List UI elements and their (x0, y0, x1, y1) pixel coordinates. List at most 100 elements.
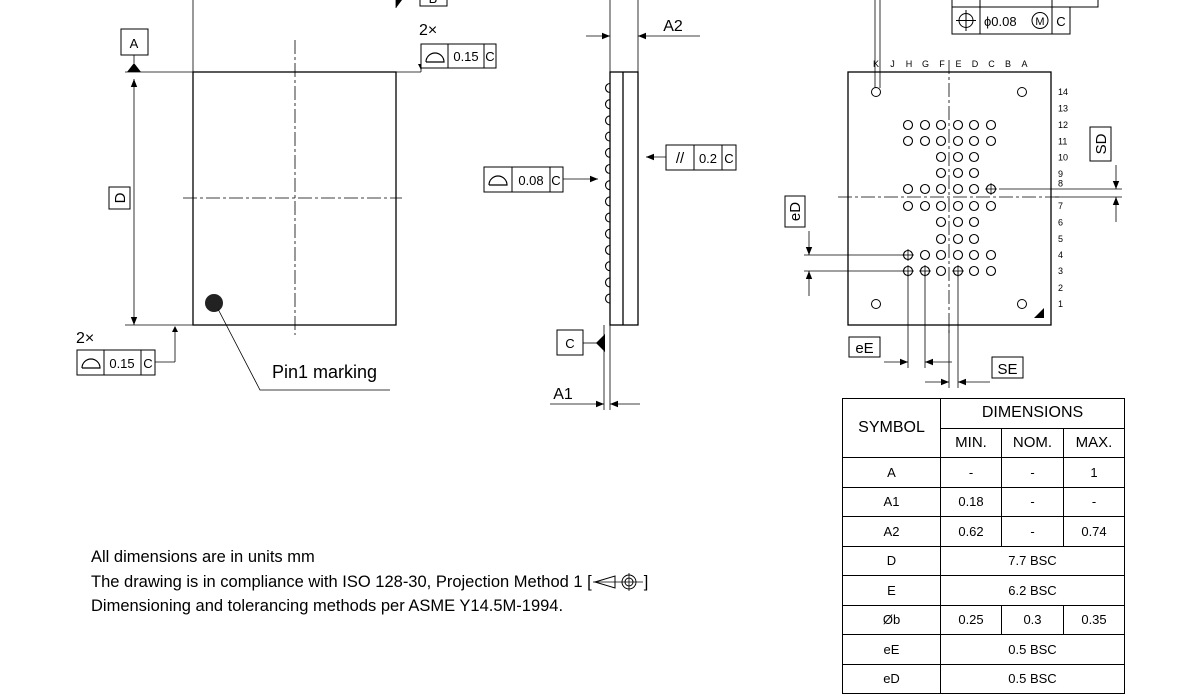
datum-b-label: B (429, 0, 438, 6)
column-letter: D (972, 59, 979, 69)
fcf-bottom-datum: C (143, 356, 152, 371)
solder-ball (968, 119, 980, 131)
fcf-flatness-value: 0.08 (518, 173, 543, 188)
column-letter: C (988, 59, 995, 69)
fcf-parallel-value: 0.2 (699, 151, 717, 166)
row-number: 2 (1058, 283, 1063, 293)
sd-box (1089, 126, 1112, 162)
solder-ball (968, 200, 980, 212)
solder-ball (919, 119, 931, 131)
pin1-leader (217, 308, 390, 391)
technical-drawing: A B D 2× 0.15 C 2× 0.15 (76, 0, 1122, 410)
solder-ball (935, 216, 947, 228)
fcf-position: ϕ0.08 M C (951, 0, 1099, 35)
side-solder-ball (604, 99, 611, 110)
fcf-profile-bottom: 0.15 C (76, 349, 156, 376)
fcf-bottom-value: 0.15 (109, 356, 134, 371)
side-solder-ball (604, 82, 611, 94)
row-number: 7 (1058, 201, 1063, 211)
side-solder-ball (604, 115, 611, 126)
solder-ball (968, 249, 980, 261)
fcf-parallel: // 0.2 C (665, 144, 737, 171)
solder-ball (985, 200, 997, 212)
dim-a2-label: A2 (663, 18, 683, 35)
row-number: 4 (1058, 250, 1063, 260)
solder-ball (985, 249, 997, 261)
corner-hole (1017, 87, 1027, 97)
solder-ball (968, 151, 980, 163)
solder-ball (968, 233, 980, 245)
side-solder-ball (604, 196, 611, 207)
fcf-position-modifier: M (1035, 16, 1044, 28)
side-solder-ball (604, 261, 611, 272)
solder-ball (952, 167, 964, 179)
datum-c-label: C (565, 336, 574, 351)
top-view: A B D 2× 0.15 C 2× 0.15 (76, 0, 497, 391)
solder-ball (919, 249, 931, 261)
fcf-top-datum: C (485, 49, 494, 64)
fcf-flatness: 0.08 C (483, 166, 564, 193)
solder-ball (952, 183, 964, 195)
pin1-dot (205, 294, 223, 312)
substrate-outline (609, 71, 639, 326)
side-view: A2 A1 C 0.08 C // 0.2 C (483, 0, 737, 410)
solder-ball (902, 119, 914, 131)
pin1-label: Pin1 marking (272, 362, 377, 382)
dimensions-table: SYMBOL DIMENSIONS MIN. NOM. MAX. A--1 A1… (842, 398, 1125, 694)
solder-ball (935, 135, 947, 147)
ed-box (784, 195, 806, 228)
ed-label: eD (787, 202, 804, 221)
solder-ball (952, 233, 964, 245)
row-number: 13 (1058, 104, 1068, 114)
note-asme: Dimensioning and tolerancing methods per… (91, 597, 564, 615)
fcf-top-value: 0.15 (453, 49, 478, 64)
pin-a1-corner-mark (1034, 308, 1044, 318)
projection-method-icon (592, 572, 643, 591)
corner-hole (1017, 299, 1027, 309)
row-number: 12 (1058, 120, 1068, 130)
solder-ball (952, 249, 964, 261)
dimensions-header: DIMENSIONS (940, 398, 1125, 429)
dim-d-label: D (112, 192, 129, 203)
solder-ball (935, 200, 947, 212)
solder-ball (985, 135, 997, 147)
fcf-profile-top: 0.15 C (420, 43, 497, 69)
fcf-position-value: ϕ0.08 (984, 14, 1017, 29)
side-solder-ball (604, 228, 611, 239)
side-solder-ball (604, 244, 611, 256)
package-outline-top (192, 71, 397, 326)
fcf-parallel-datum: C (724, 151, 733, 166)
column-letter: E (955, 59, 961, 69)
side-solder-ball (604, 180, 611, 191)
se-box (991, 356, 1024, 379)
solder-ball (935, 167, 947, 179)
table-row: A--1 (842, 457, 1125, 488)
corner-hole (871, 299, 881, 309)
ee-label: eE (855, 340, 873, 357)
solder-ball (935, 233, 947, 245)
ball-grid (902, 119, 997, 277)
fcf-parallel-symbol: // (676, 150, 685, 167)
sd-label: SD (1093, 133, 1110, 154)
solder-ball (919, 200, 931, 212)
side-solder-ball (604, 277, 611, 288)
package-outline-bottom (847, 71, 1052, 326)
datum-a-box (120, 28, 149, 56)
corner-hole (871, 87, 881, 97)
solder-ball (952, 119, 964, 131)
solder-ball (919, 135, 931, 147)
max-header: MAX. (1063, 427, 1125, 458)
side-solder-ball (604, 293, 611, 304)
datum-b-box (419, 0, 448, 7)
row-number: 14 (1058, 87, 1068, 97)
datum-a-triangle (127, 63, 141, 72)
solder-ball (935, 249, 947, 261)
side-solder-ball (604, 163, 611, 175)
solder-ball (935, 151, 947, 163)
min-header: MIN. (940, 427, 1002, 458)
side-solder-ball (604, 212, 611, 223)
solder-ball (902, 183, 914, 195)
row-number: 5 (1058, 234, 1063, 244)
